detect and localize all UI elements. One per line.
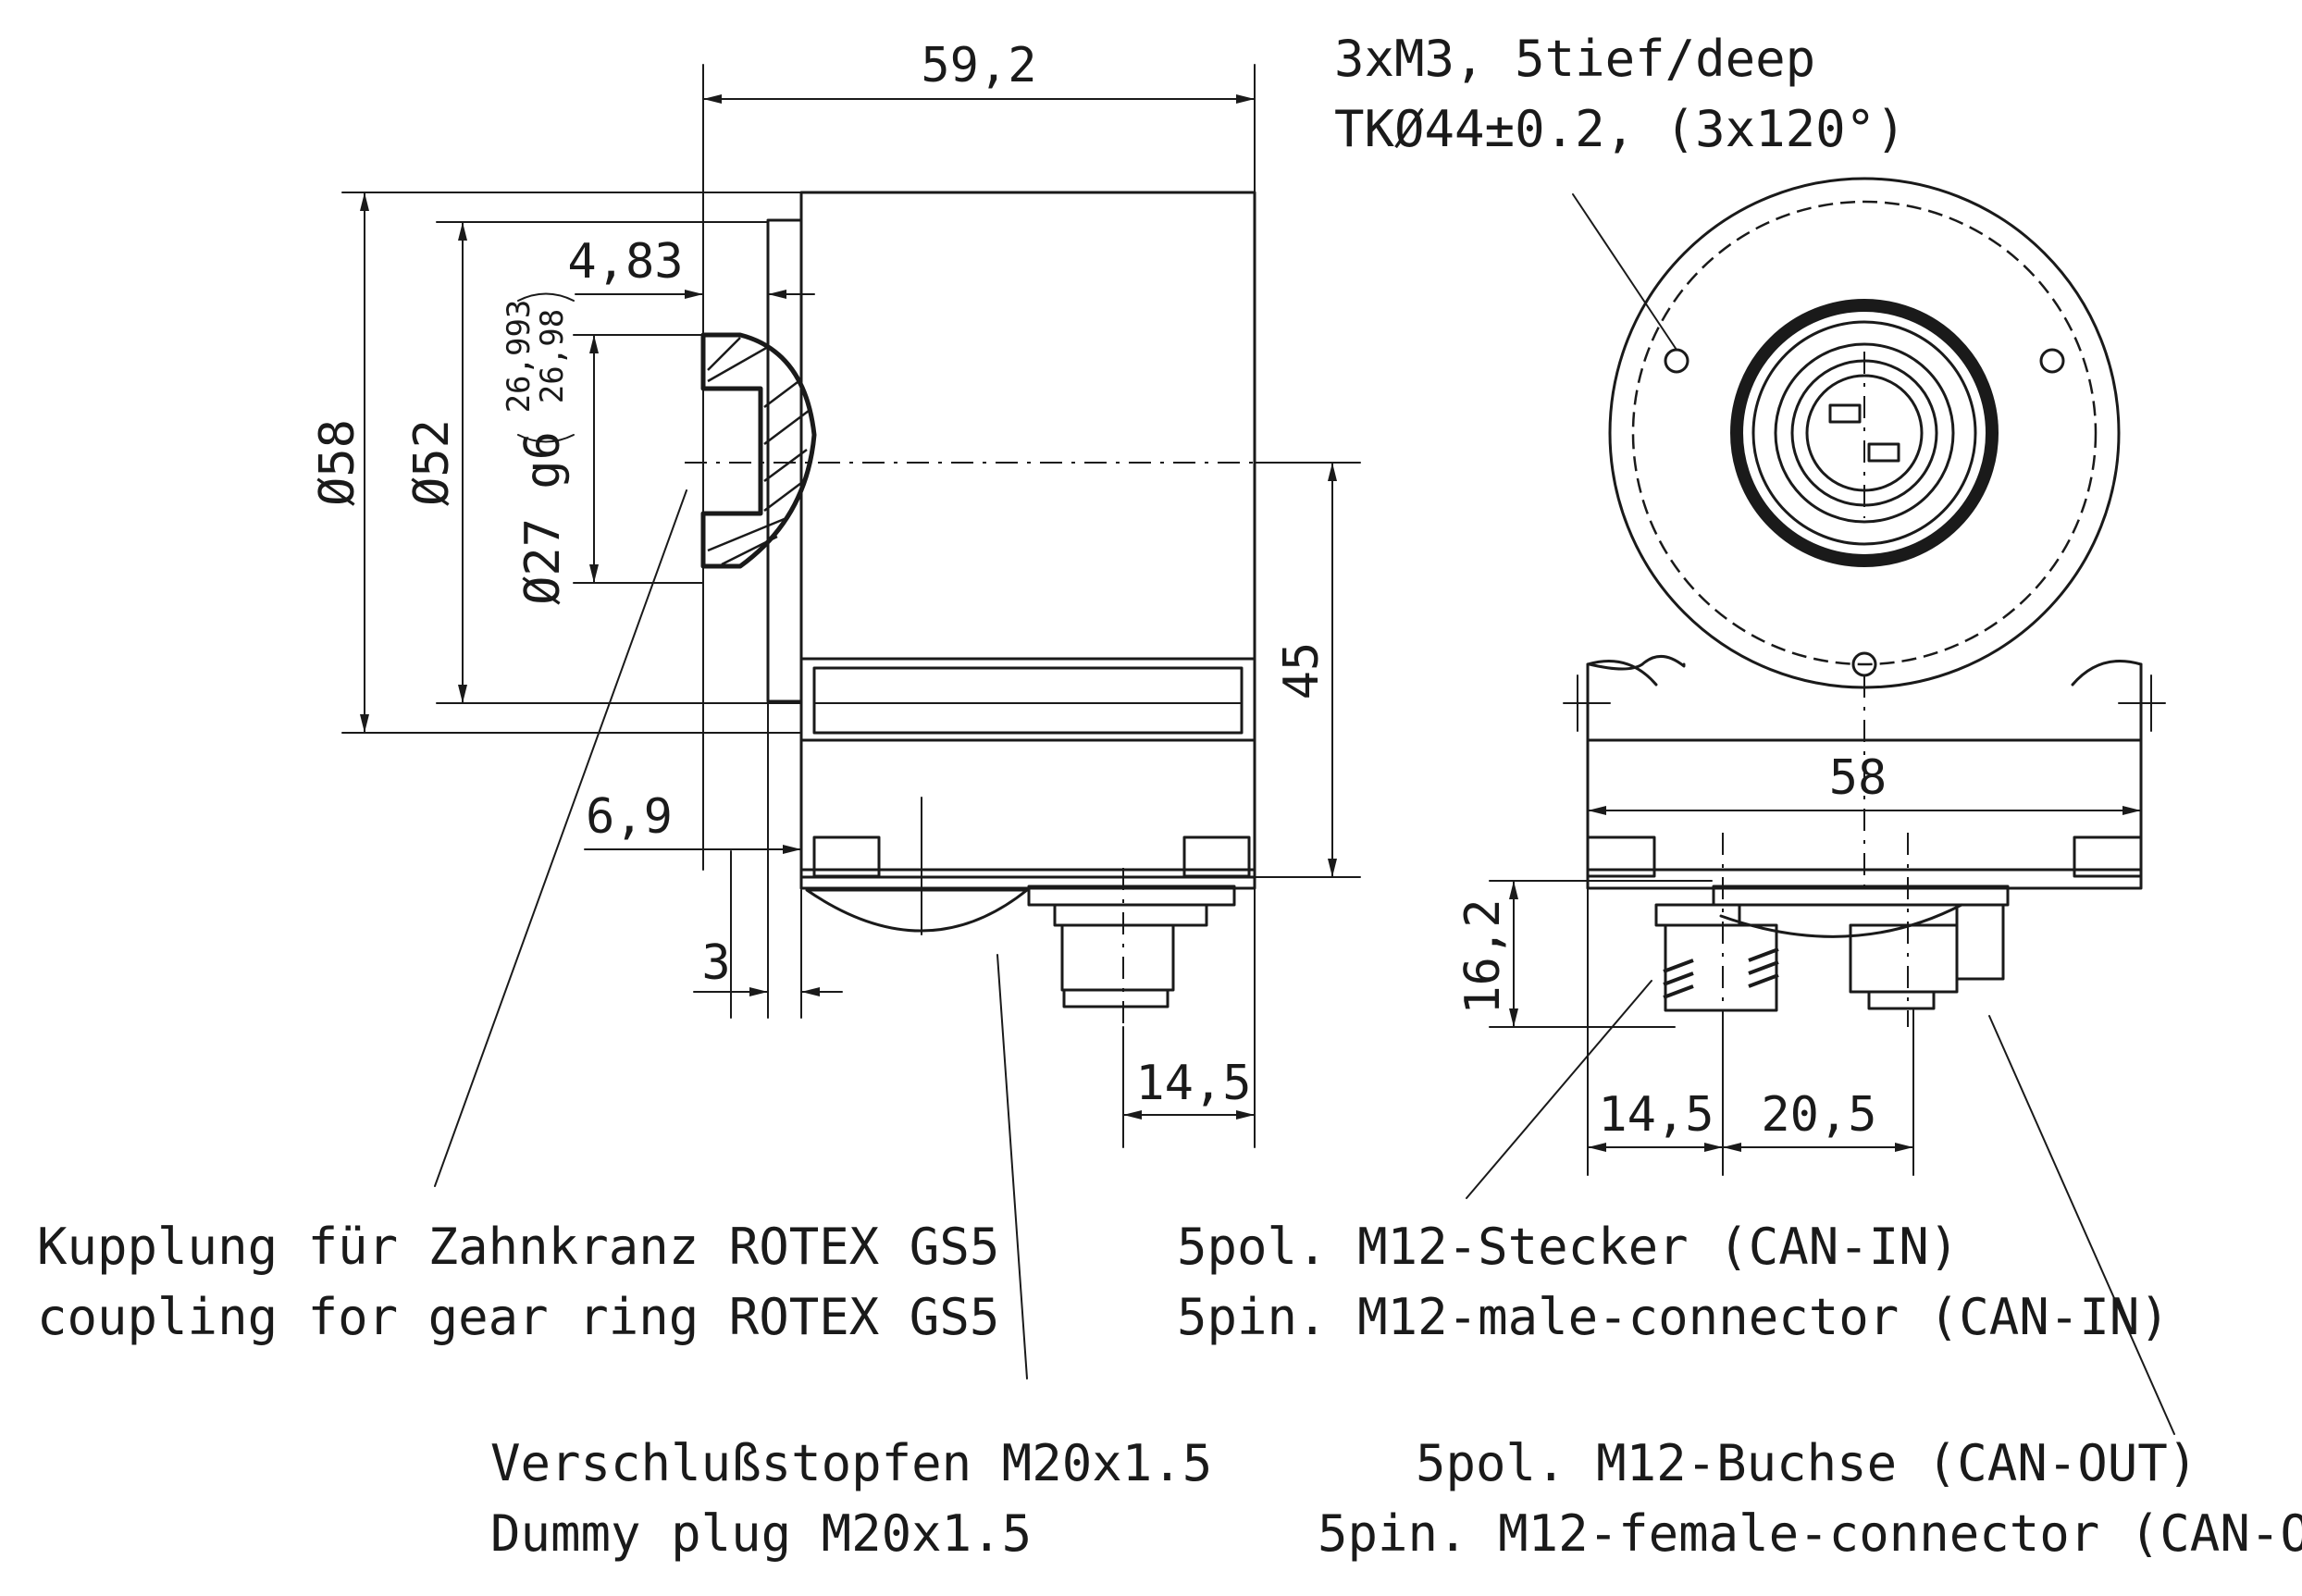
dim-6-9: 6,9 [586,789,673,845]
tolerance-lower: 26,98 [534,309,571,403]
bolt-circle [1631,200,2098,666]
dim-14-5-front: 14,5 [1598,1087,1714,1143]
dim-45: 45 [1274,642,1330,700]
dummy-plug-note-en: Dummy plug M20x1.5 [490,1504,1032,1563]
dim-16-2: 16,2 [1455,898,1511,1014]
side-view [685,191,1342,1027]
terminal-groove [812,666,1244,735]
front-screw-block-left [1586,835,1656,878]
leader-lines [434,193,2175,1435]
coupling-note-en: coupling for gear ring ROTEX GS5 [37,1288,999,1346]
male-connector-note-de: 5pol. M12-Stecker (CAN-IN) [1177,1218,1959,1276]
mount-holes-note-2: TKØ44±0.2, (3x120°) [1334,100,1906,158]
female-connector-note-de: 5pol. M12-Buchse (CAN-OUT) [1416,1434,2197,1492]
screw-block-left [812,835,881,878]
dim-3: 3 [701,935,730,991]
front-screw-block-right [2073,835,2143,878]
front-view [1563,177,2166,1027]
dim-59-2: 59,2 [921,38,1036,93]
side-dimensions: 59,2 4,83 6,9 3 Ø58 Ø52 Ø27 g6 26,993 26… [310,38,1361,1148]
front-dimensions: 58 16,2 14,5 20,5 [1455,750,2142,1176]
mount-holes-note-1: 3xM3, 5tief/deep [1334,30,1815,88]
tolerance-upper: 26,993 [501,300,538,414]
dim-20-5: 20,5 [1761,1087,1876,1143]
dummy-plug-note-de: Verschlußstopfen M20x1.5 [490,1434,1212,1492]
m12-male-front [1664,923,1778,1012]
dim-4-83: 4,83 [567,234,683,290]
m3-hole-1 [1664,348,1689,374]
housing-body [799,191,1256,879]
flange-plate [766,218,803,703]
shaft-ring [1730,299,1999,567]
coupling-section [700,332,817,569]
m12-connector-side [1060,923,1175,992]
dim-14-5-side: 14,5 [1135,1056,1251,1111]
screw-block-right [1182,835,1251,878]
female-connector-note-en: 5pin. M12-female-connector (CAN-OUT) [1318,1504,2302,1563]
dim-diam-27: Ø27 g6 [515,431,571,605]
dim-diam-58: Ø58 [310,419,365,506]
dim-58-width: 58 [1829,750,1887,806]
m3-hole-2 [2039,348,2065,374]
housing-outer-circle [1608,177,2121,689]
annotations: 3xM3, 5tief/deep TKØ44±0.2, (3x120°) Kup… [37,30,2302,1563]
male-connector-note-en: 5pin. M12-male-connector (CAN-IN) [1177,1288,2170,1346]
dim-diam-52: Ø52 [404,419,460,506]
dummy-plug [805,888,1029,933]
coupling-note-de: Kupplung für Zahnkranz ROTEX GS5 [37,1218,999,1276]
